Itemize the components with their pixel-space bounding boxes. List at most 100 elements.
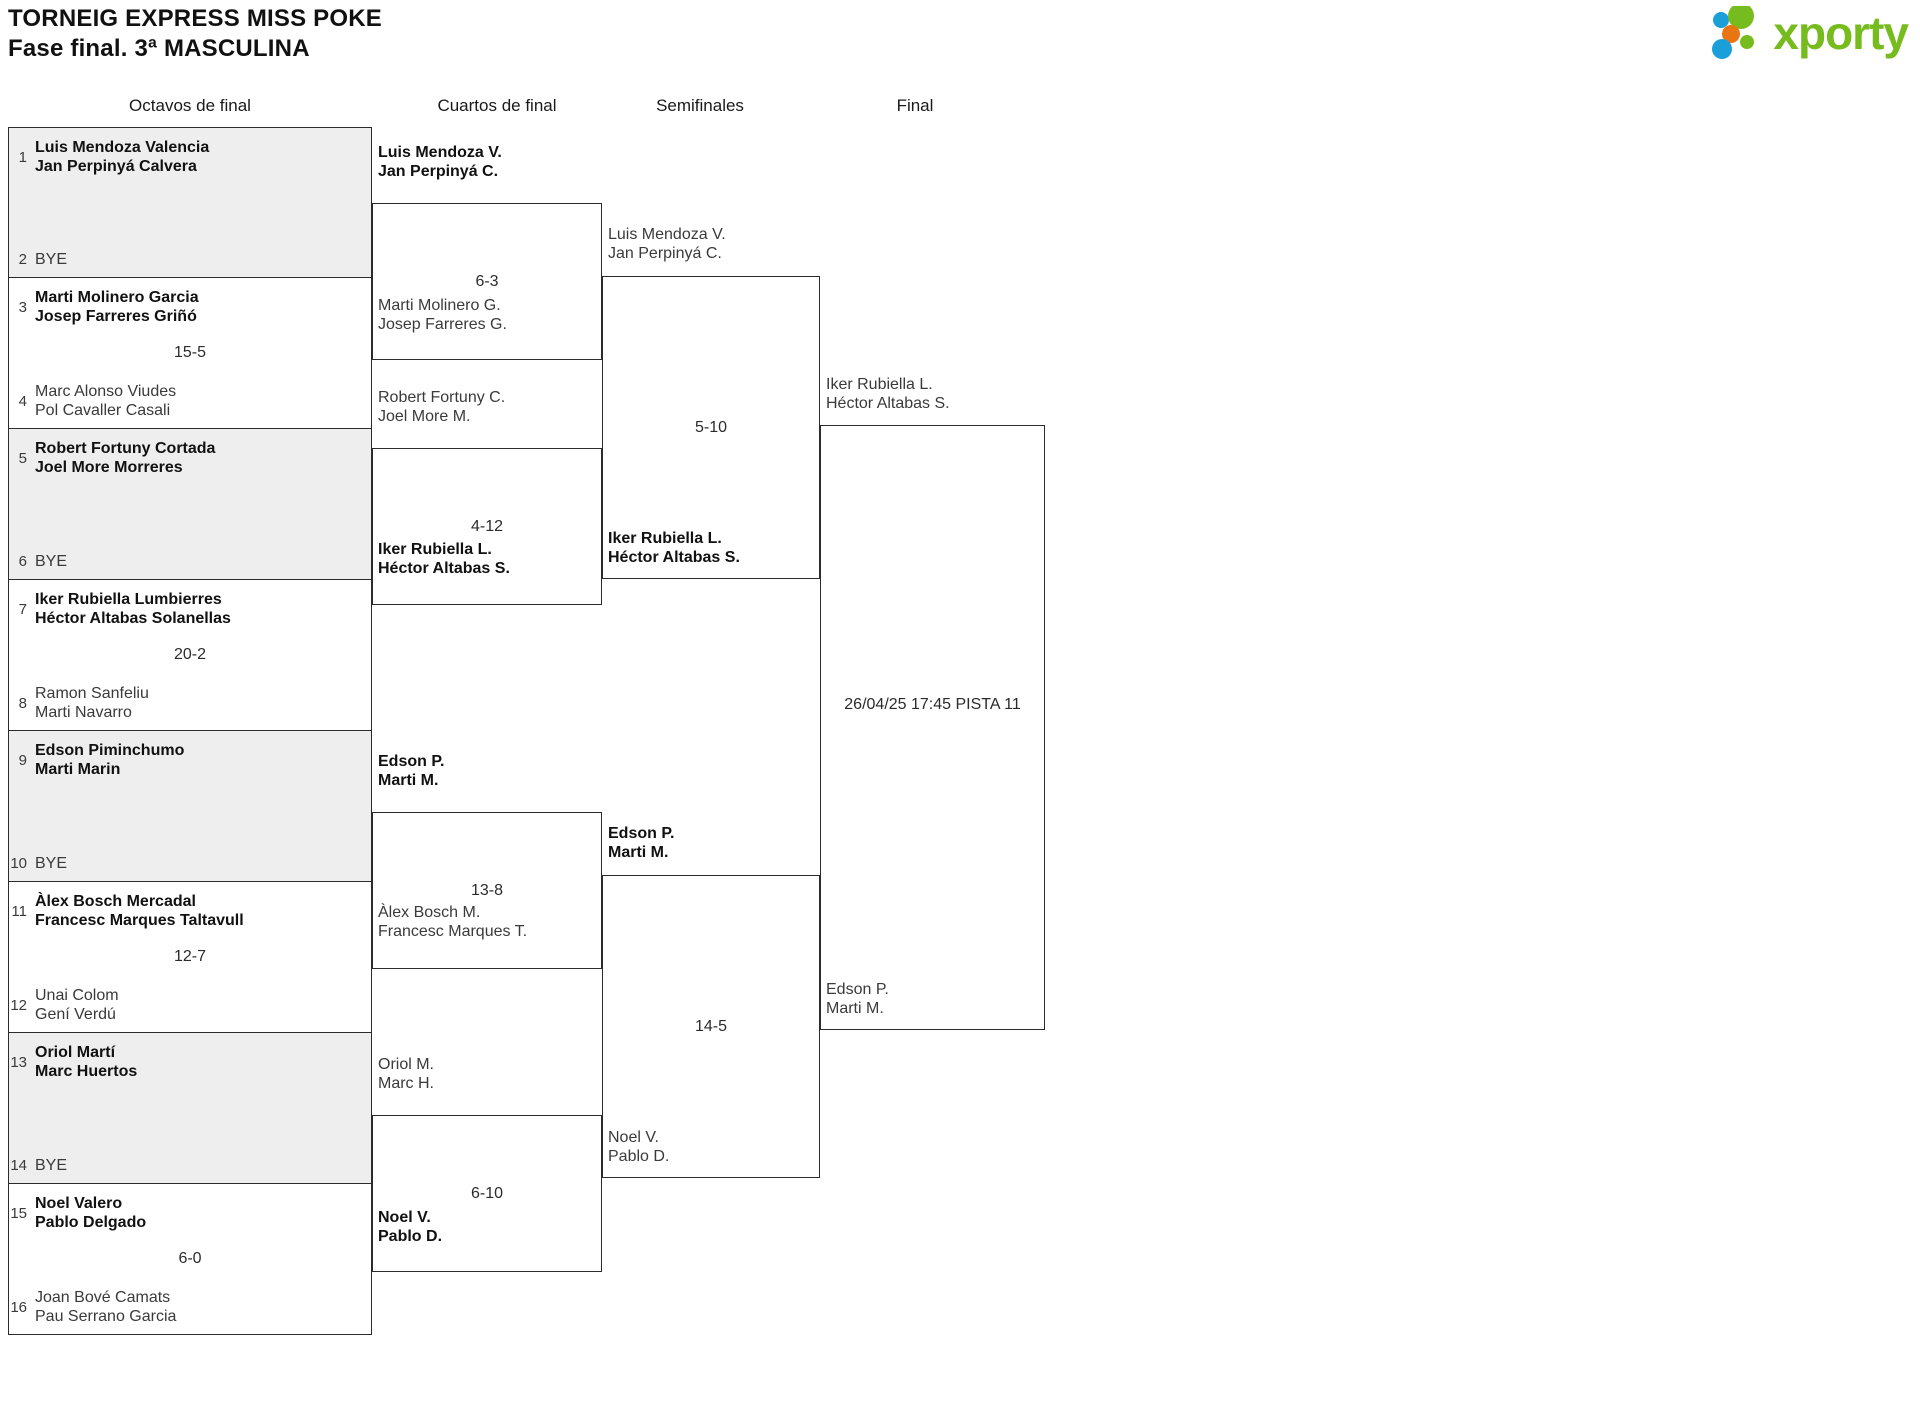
xporty-logo: xporty xyxy=(1711,3,1909,60)
round-octavos: 1 Luis Mendoza Valencia Jan Perpinyá Cal… xyxy=(8,127,372,1335)
player-line-1: Marc Alonso Viudes xyxy=(35,383,177,400)
seed-number: 12 xyxy=(10,996,27,1014)
player-line-1: Luis Mendoza V. xyxy=(378,144,502,161)
player-line-2: Josep Farreres Griñó xyxy=(35,308,197,325)
seed-number: 2 xyxy=(18,251,27,268)
logo-dots-icon xyxy=(1711,3,1767,60)
player-line-2: Héctor Altabas S. xyxy=(378,560,510,577)
seed-number: 3 xyxy=(18,298,27,316)
match-score: 13-8 xyxy=(470,881,504,899)
player-names: Unai Colom Gení Verdú xyxy=(35,986,119,1024)
qf-entry-bottom[interactable]: Iker Rubiella L. Héctor Altabas S. xyxy=(378,540,510,578)
player-line-1: Edson P. xyxy=(608,825,675,842)
match-slot-bottom[interactable]: 12 Unai Colom Gení Verdú xyxy=(9,986,371,1024)
match-slot-top[interactable]: 15 Noel Valero Pablo Delgado xyxy=(9,1194,371,1232)
seed-number: 8 xyxy=(18,694,27,712)
player-names: BYE xyxy=(35,553,68,570)
match-row[interactable]: 15 Noel Valero Pablo Delgado 6-0 16 Joan… xyxy=(8,1184,372,1335)
qf-entry-bottom[interactable]: Àlex Bosch M. Francesc Marques T. xyxy=(378,903,527,941)
sf-match-box[interactable]: 14-5 xyxy=(602,875,820,1178)
match-slot-top[interactable]: 7 Iker Rubiella Lumbierres Héctor Altaba… xyxy=(9,590,371,628)
player-names: Joan Bové Camats Pau Serrano Garcia xyxy=(35,1288,176,1326)
match-slot-bottom[interactable]: 16 Joan Bové Camats Pau Serrano Garcia xyxy=(9,1288,371,1326)
qf-entry-bottom[interactable]: Noel V. Pablo D. xyxy=(378,1208,442,1246)
player-line-1: Àlex Bosch M. xyxy=(378,904,481,921)
seed-number: 11 xyxy=(11,902,27,920)
sf-entry-top[interactable]: Luis Mendoza V. Jan Perpinyá C. xyxy=(608,225,726,263)
player-names: BYE xyxy=(35,855,68,872)
qf-match-box[interactable]: 13-8 xyxy=(372,812,602,969)
match-slot-bottom[interactable]: 10 BYE xyxy=(9,854,371,873)
match-slot-top[interactable]: 9 Edson Piminchumo Marti Marin xyxy=(9,741,371,779)
match-slot-top[interactable]: 13 Oriol Martí Marc Huertos xyxy=(9,1043,371,1081)
match-slot-bottom[interactable]: 8 Ramon Sanfeliu Marti Navarro xyxy=(9,684,371,722)
qf-match-box[interactable]: 6-10 xyxy=(372,1115,602,1272)
qf-entry-top[interactable]: Oriol M. Marc H. xyxy=(378,1055,434,1093)
match-score: 5-10 xyxy=(694,418,728,436)
logo-wordmark: xporty xyxy=(1773,7,1909,59)
player-line-2: Marti M. xyxy=(826,1000,884,1017)
seed-number: 9 xyxy=(18,751,27,769)
seed-number: 5 xyxy=(18,449,27,467)
seed-number: 13 xyxy=(10,1053,27,1071)
match-slot-top[interactable]: 11 Àlex Bosch Mercadal Francesc Marques … xyxy=(9,892,371,930)
player-names: Marti Molinero Garcia Josep Farreres Gri… xyxy=(35,288,199,326)
player-line-2: Marc Huertos xyxy=(35,1063,138,1080)
player-line-2: Pablo Delgado xyxy=(35,1214,147,1231)
player-line-1: Edson P. xyxy=(826,981,889,998)
player-names: Iker Rubiella Lumbierres Héctor Altabas … xyxy=(35,590,231,628)
qf-entry-top[interactable]: Luis Mendoza V. Jan Perpinyá C. xyxy=(378,143,502,181)
match-row[interactable]: 9 Edson Piminchumo Marti Marin 10 BYE xyxy=(8,731,372,882)
player-names: Marc Alonso Viudes Pol Cavaller Casali xyxy=(35,382,176,420)
match-slot-top[interactable]: 3 Marti Molinero Garcia Josep Farreres G… xyxy=(9,288,371,326)
round-header-final: Final xyxy=(896,96,934,115)
player-line-1: Luis Mendoza V. xyxy=(608,226,726,243)
qf-match-box[interactable]: 4-12 xyxy=(372,448,602,605)
player-line-2: Gení Verdú xyxy=(35,1006,116,1023)
qf-entry-top[interactable]: Edson P. Marti M. xyxy=(378,752,444,790)
sf-entry-top[interactable]: Edson P. Marti M. xyxy=(608,824,674,862)
sf-match-box[interactable]: 5-10 xyxy=(602,276,820,579)
final-entry-bottom[interactable]: Edson P. Marti M. xyxy=(826,980,889,1018)
sf-entry-bottom[interactable]: Iker Rubiella L. Héctor Altabas S. xyxy=(608,529,740,567)
match-row[interactable]: 3 Marti Molinero Garcia Josep Farreres G… xyxy=(8,278,372,429)
player-line-2: Pablo D. xyxy=(608,1148,670,1165)
qf-entry-top[interactable]: Robert Fortuny C. Joel More M. xyxy=(378,388,505,426)
final-schedule: 26/04/25 17:45 PISTA 11 xyxy=(844,696,1021,713)
final-match-box[interactable]: 26/04/25 17:45 PISTA 11 xyxy=(820,425,1045,1030)
player-names: Noel Valero Pablo Delgado xyxy=(35,1194,146,1232)
player-line-1: Oriol M. xyxy=(378,1056,434,1073)
qf-match-box[interactable]: 6-3 xyxy=(372,203,602,360)
round-header-cuartos: Cuartos de final xyxy=(437,96,557,115)
player-line-2: Pablo D. xyxy=(378,1228,443,1245)
player-names: Ramon Sanfeliu Marti Navarro xyxy=(35,684,149,722)
match-score: 15-5 xyxy=(173,344,207,361)
player-line-1: Iker Rubiella L. xyxy=(608,530,722,547)
match-slot-top[interactable]: 5 Robert Fortuny Cortada Joel More Morre… xyxy=(9,439,371,477)
match-slot-top[interactable]: 1 Luis Mendoza Valencia Jan Perpinyá Cal… xyxy=(9,138,371,176)
player-names: Àlex Bosch Mercadal Francesc Marques Tal… xyxy=(35,892,244,930)
player-line-2: Héctor Altabas S. xyxy=(608,549,740,566)
qf-entry-bottom[interactable]: Marti Molinero G. Josep Farreres G. xyxy=(378,296,507,334)
match-slot-bottom[interactable]: 14 BYE xyxy=(9,1156,371,1175)
tournament-title: TORNEIG EXPRESS MISS POKE xyxy=(8,5,382,32)
player-line-2: Marc H. xyxy=(378,1075,434,1092)
seed-number: 1 xyxy=(18,148,27,166)
player-line-1: Iker Rubiella L. xyxy=(378,541,492,558)
match-score: 12-7 xyxy=(173,948,207,965)
match-slot-bottom[interactable]: 4 Marc Alonso Viudes Pol Cavaller Casali xyxy=(9,382,371,420)
round-header-semifinales: Semifinales xyxy=(656,96,744,115)
sf-entry-bottom[interactable]: Noel V. Pablo D. xyxy=(608,1128,669,1166)
match-slot-bottom[interactable]: 6 BYE xyxy=(9,552,371,571)
match-slot-bottom[interactable]: 2 BYE xyxy=(9,250,371,269)
player-line-1: Edson P. xyxy=(378,753,445,770)
final-entry-top[interactable]: Iker Rubiella L. Héctor Altabas S. xyxy=(826,375,950,413)
page-title: TORNEIG EXPRESS MISS POKE Fase final. 3ª… xyxy=(8,4,382,64)
match-row[interactable]: 13 Oriol Martí Marc Huertos 14 BYE xyxy=(8,1033,372,1184)
match-row[interactable]: 11 Àlex Bosch Mercadal Francesc Marques … xyxy=(8,882,372,1033)
match-row[interactable]: 7 Iker Rubiella Lumbierres Héctor Altaba… xyxy=(8,580,372,731)
seed-number: 15 xyxy=(10,1204,27,1222)
match-row[interactable]: 5 Robert Fortuny Cortada Joel More Morre… xyxy=(8,429,372,580)
match-row[interactable]: 1 Luis Mendoza Valencia Jan Perpinyá Cal… xyxy=(8,127,372,278)
player-line-2: Josep Farreres G. xyxy=(378,316,507,333)
